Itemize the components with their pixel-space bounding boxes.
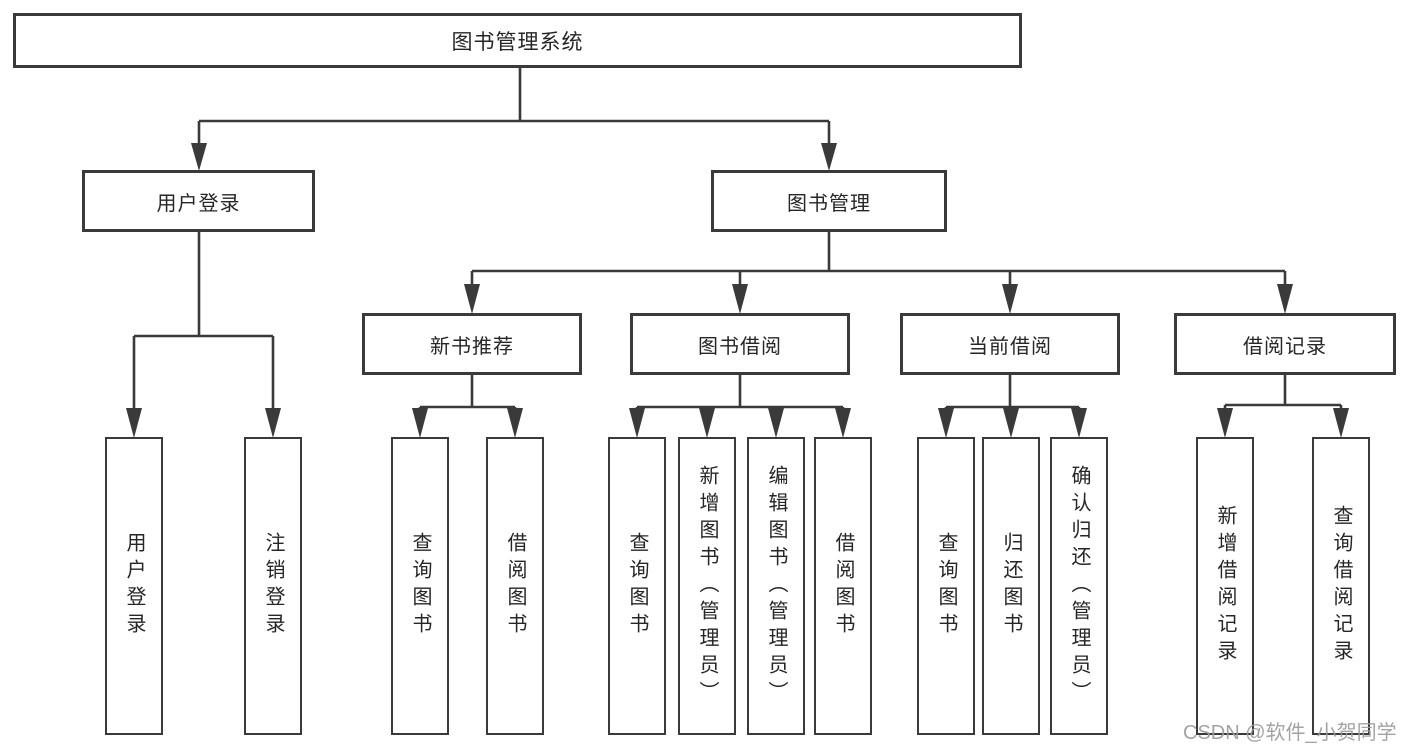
- leaf-label: 查询图书: [935, 532, 957, 640]
- leaf-label: 新增图书（管理员）: [696, 464, 718, 708]
- arrowhead-icon: [821, 143, 837, 171]
- leaf-label: 查询图书: [626, 532, 648, 640]
- arrowhead-icon: [699, 408, 715, 438]
- arrowhead-icon: [629, 408, 645, 438]
- leaf-borrow-books: 借阅图书: [814, 437, 872, 735]
- node-root: 图书管理系统: [13, 13, 1022, 68]
- arrowhead-icon: [464, 284, 480, 314]
- node-current-borrow: 当前借阅: [900, 313, 1120, 375]
- user-login-children-connector: [126, 232, 281, 438]
- node-borrow-records: 借阅记录: [1174, 313, 1396, 375]
- node-label: 借阅记录: [1243, 335, 1327, 358]
- arrowhead-icon: [938, 408, 954, 438]
- leaf-add-borrow-record: 新增借阅记录: [1196, 437, 1254, 735]
- leaf-query-books-borrow: 查询图书: [608, 437, 666, 735]
- leaf-edit-books-admin: 编辑图书（管理员）: [747, 437, 805, 735]
- node-new-book-recommend: 新书推荐: [362, 313, 582, 375]
- new-book-children-connector: [412, 375, 523, 438]
- leaf-borrow-books-recommend: 借阅图书: [486, 437, 544, 735]
- arrowhead-icon: [265, 408, 281, 438]
- leaf-label: 借阅图书: [832, 532, 854, 640]
- arrowhead-icon: [1002, 284, 1018, 314]
- arrowhead-icon: [1003, 408, 1019, 438]
- arrowhead-icon: [732, 284, 748, 314]
- node-user-login: 用户登录: [82, 170, 315, 232]
- arrowhead-icon: [1217, 408, 1233, 438]
- book-borrow-children-connector: [629, 375, 851, 438]
- leaf-label: 注销登录: [262, 532, 284, 640]
- arrowhead-icon: [126, 408, 142, 438]
- leaf-label: 查询借阅记录: [1330, 505, 1352, 667]
- leaf-query-borrow-record: 查询借阅记录: [1312, 437, 1370, 735]
- borrow-records-children-connector: [1217, 375, 1349, 438]
- node-label: 新书推荐: [430, 335, 514, 358]
- leaf-label: 新增借阅记录: [1214, 505, 1236, 667]
- csdn-watermark: CSDN @软件_小贺同学: [1183, 722, 1397, 744]
- node-label: 当前借阅: [968, 335, 1052, 358]
- node-label: 图书管理: [787, 192, 871, 215]
- arrowhead-icon: [835, 408, 851, 438]
- arrowhead-icon: [1071, 408, 1087, 438]
- leaf-label: 用户登录: [123, 532, 145, 640]
- node-book-borrow: 图书借阅: [630, 313, 850, 375]
- arrowhead-icon: [507, 408, 523, 438]
- leaf-add-books-admin: 新增图书（管理员）: [678, 437, 736, 735]
- leaf-label: 查询图书: [409, 532, 431, 640]
- arrowhead-icon: [768, 408, 784, 438]
- current-borrow-children-connector: [938, 375, 1087, 438]
- arrowhead-icon: [1277, 284, 1293, 314]
- leaf-label: 归还图书: [1000, 532, 1022, 640]
- leaf-label: 编辑图书（管理员）: [765, 464, 787, 708]
- arrowhead-icon: [191, 143, 207, 171]
- node-label: 图书借阅: [698, 335, 782, 358]
- leaf-logout: 注销登录: [244, 437, 302, 735]
- node-label: 用户登录: [156, 192, 241, 215]
- arrowhead-icon: [1333, 408, 1349, 438]
- node-book-management: 图书管理: [711, 170, 947, 232]
- leaf-query-books-recommend: 查询图书: [391, 437, 449, 735]
- leaf-user-login: 用户登录: [105, 437, 163, 735]
- book-management-children-connector: [464, 232, 1293, 314]
- leaf-query-books-current: 查询图书: [917, 437, 975, 735]
- leaf-label: 确认归还（管理员）: [1068, 464, 1090, 708]
- arrowhead-icon: [412, 408, 428, 438]
- node-label: 图书管理系统: [451, 30, 584, 54]
- leaf-label: 借阅图书: [504, 532, 526, 640]
- root-to-level2-connector: [191, 68, 837, 171]
- leaf-confirm-return-admin: 确认归还（管理员）: [1050, 437, 1108, 735]
- leaf-return-books: 归还图书: [982, 437, 1040, 735]
